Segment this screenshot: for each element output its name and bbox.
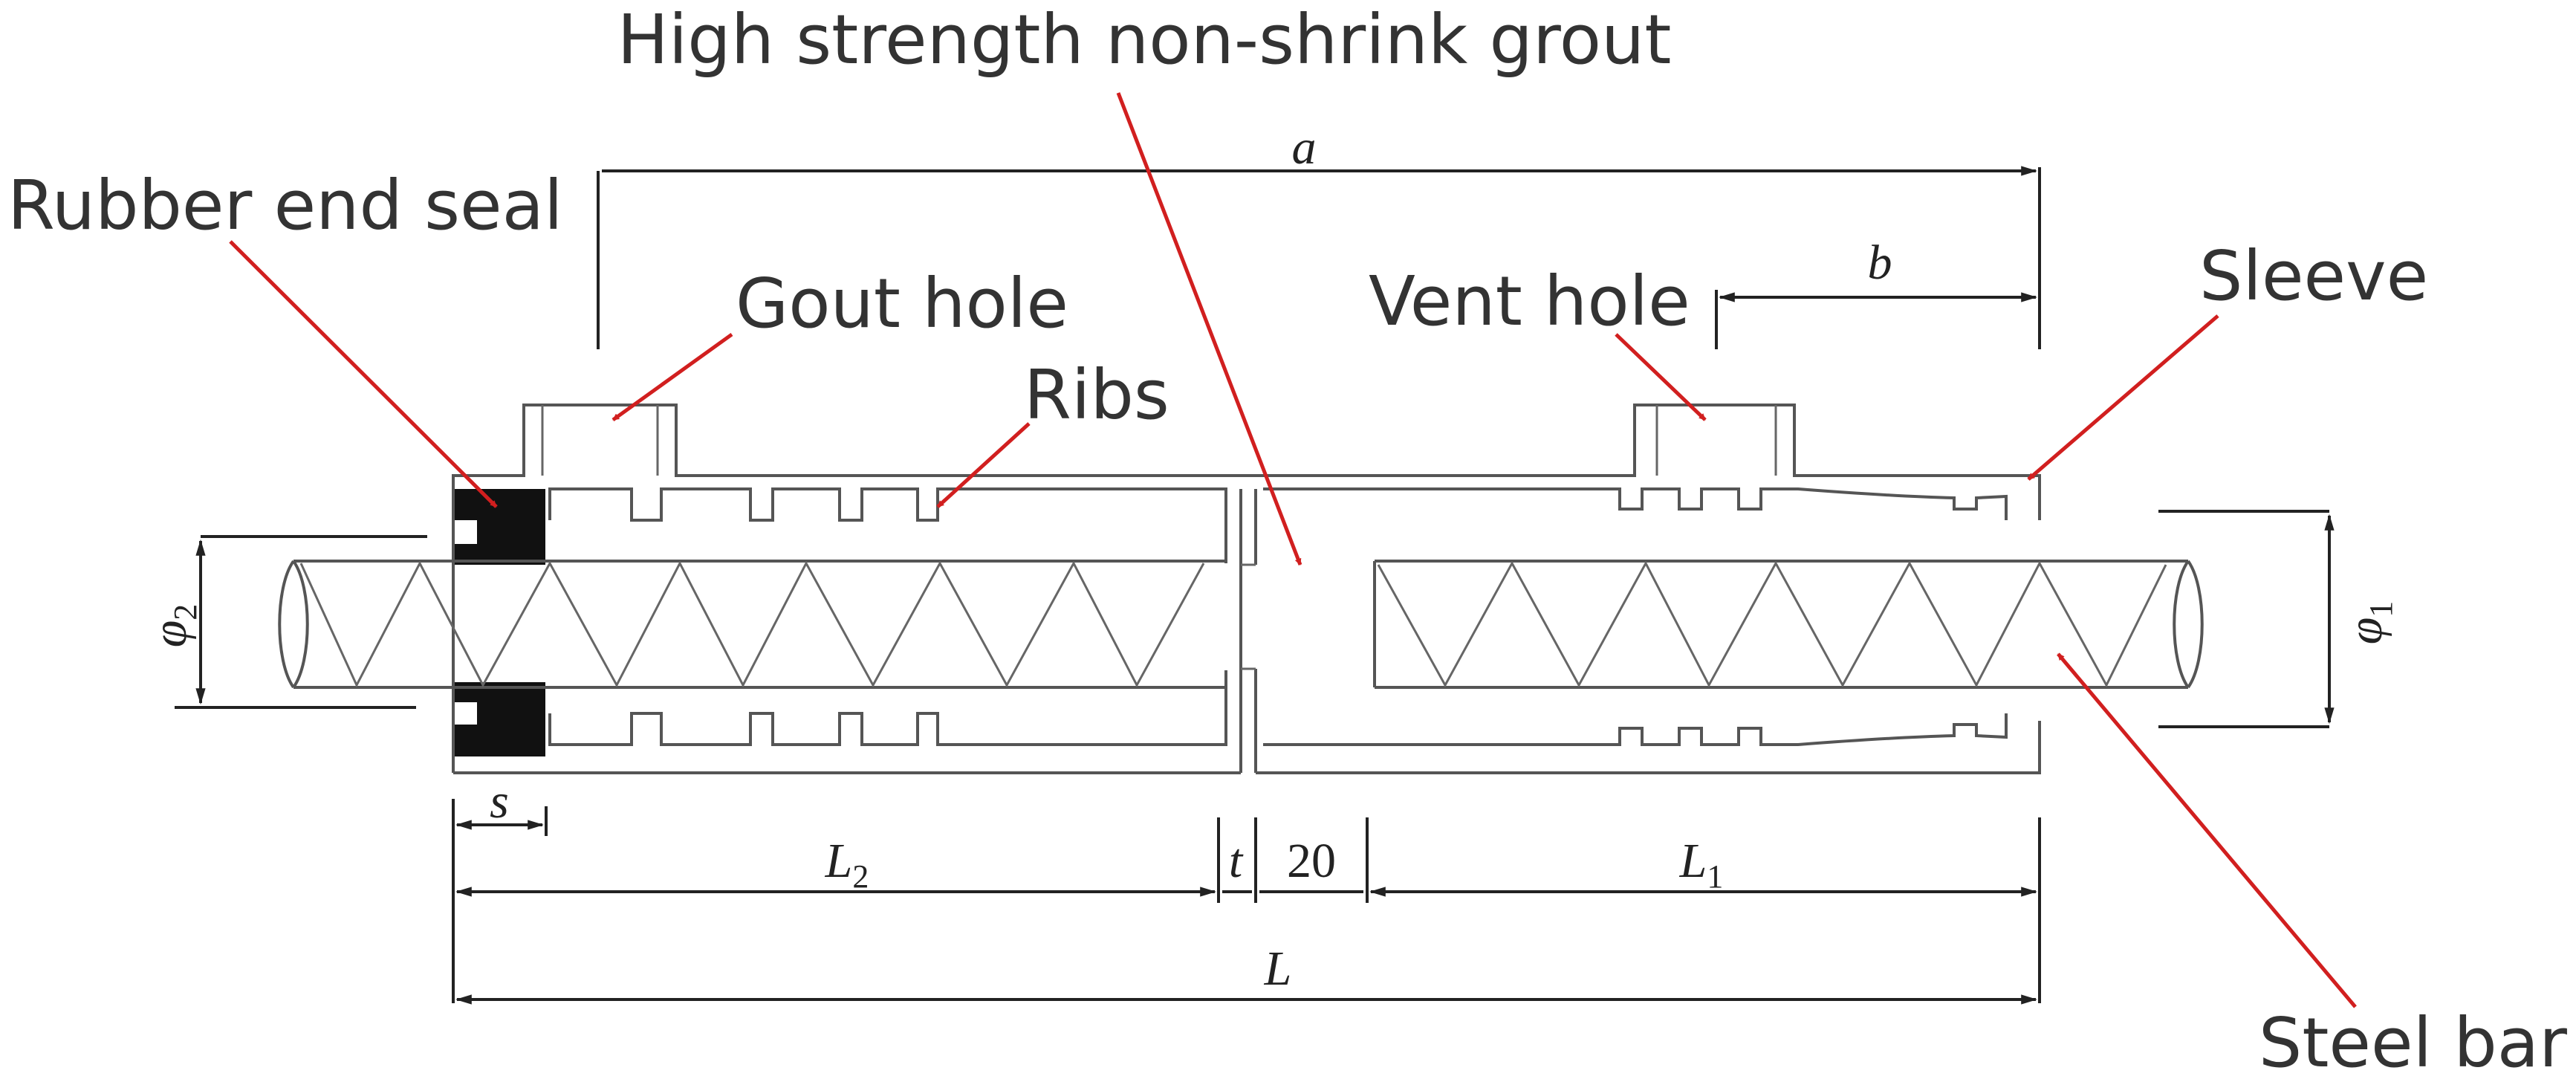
arrow-grout xyxy=(1116,92,1302,566)
dimension-b xyxy=(1715,290,2041,349)
rubber-end-seal-top-notch xyxy=(455,520,477,544)
arrow-grout-hole xyxy=(611,332,733,422)
arrow-steel-bar xyxy=(2057,652,2357,1008)
sleeve-outline xyxy=(452,404,2041,774)
dimension-phi1 xyxy=(2158,510,2335,728)
label-sleeve: Sleeve xyxy=(2199,236,2428,316)
label-grout-hole: Gout hole xyxy=(736,264,1068,343)
arrow-rubber-seal xyxy=(229,240,498,508)
arrow-ribs xyxy=(936,422,1031,508)
dim-label-gap: 20 xyxy=(1287,834,1336,888)
arrow-vent-hole xyxy=(1615,333,1707,421)
dim-label-b: b xyxy=(1868,236,1892,290)
label-grout: High strength non-shrink grout xyxy=(617,0,1672,80)
steel-bar-left xyxy=(278,560,1226,689)
dimension-phi2 xyxy=(175,535,427,709)
dim-label-l2: L2 xyxy=(825,834,869,895)
label-steel-bar: Steel bar xyxy=(2259,1003,2567,1079)
label-rubber-seal: Rubber end seal xyxy=(7,166,563,245)
dim-label-a: a xyxy=(1292,120,1317,175)
arrow-sleeve xyxy=(2027,314,2219,481)
dim-label-phi1: φ1 xyxy=(2338,601,2399,645)
dim-label-t: t xyxy=(1229,834,1244,888)
steel-bar-right xyxy=(1373,560,2204,689)
dim-label-s: s xyxy=(490,774,509,829)
dim-label-l: L xyxy=(1264,942,1292,996)
rubber-end-seal-bottom-notch xyxy=(455,702,477,725)
dim-label-l1: L1 xyxy=(1679,834,1724,895)
dim-label-phi2: φ2 xyxy=(143,604,204,648)
dimension-row xyxy=(452,817,2041,1005)
label-ribs: Ribs xyxy=(1024,355,1169,435)
label-vent-hole: Vent hole xyxy=(1369,262,1690,341)
